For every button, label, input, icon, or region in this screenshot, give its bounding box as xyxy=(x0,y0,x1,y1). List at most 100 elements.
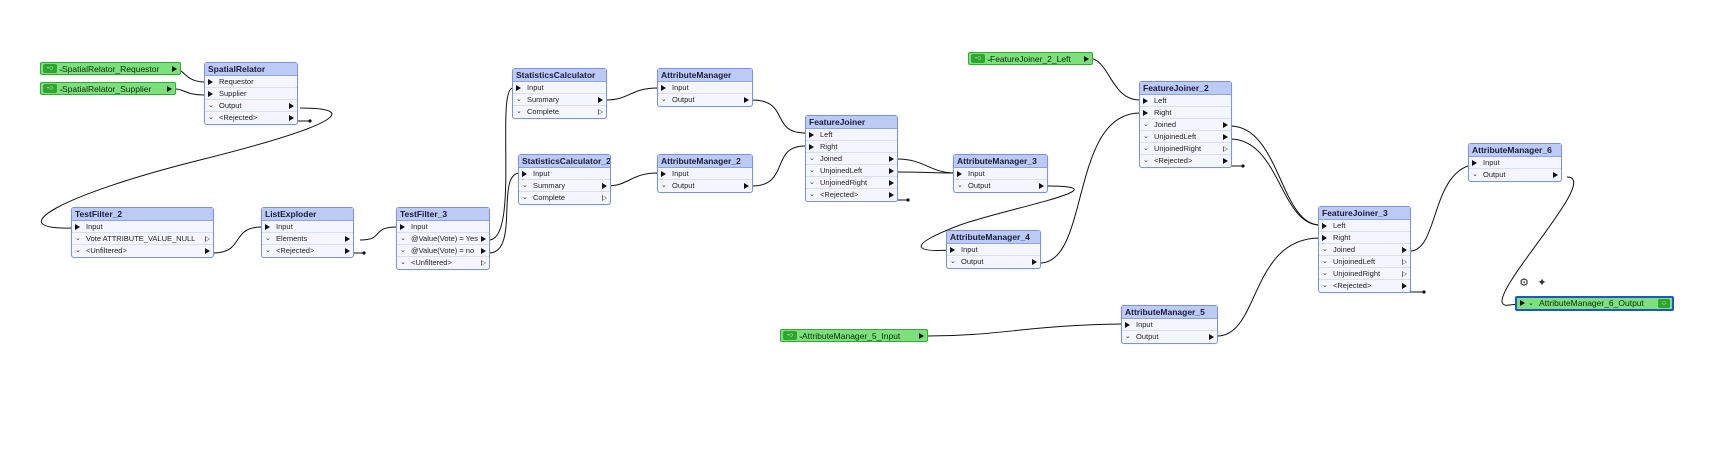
chevron-down-icon[interactable]: ⌄ xyxy=(1125,333,1131,340)
chevron-down-icon[interactable]: ⌄ xyxy=(522,182,528,189)
chevron-down-icon[interactable]: ⌄ xyxy=(809,155,815,162)
chevron-down-icon[interactable]: ⌄ xyxy=(1322,246,1328,253)
output-port-icon[interactable] xyxy=(1032,259,1037,265)
chevron-down-icon[interactable]: ⌄ xyxy=(1143,121,1149,128)
input-port[interactable]: Input xyxy=(658,168,752,180)
input-port[interactable]: Supplier xyxy=(205,88,297,100)
output-port-icon[interactable] xyxy=(172,66,177,72)
connector-featurejoiner2-left[interactable]: -○ ⌄ FeatureJoiner_2_Left xyxy=(968,52,1093,65)
node-featurejoiner-3[interactable]: FeatureJoiner_3 Left Right ⌄Joined ⌄Unjo… xyxy=(1318,206,1411,293)
input-port-icon[interactable] xyxy=(661,171,666,177)
chevron-down-icon[interactable]: ⌄ xyxy=(75,247,81,254)
chevron-down-icon[interactable]: ⌄ xyxy=(58,66,64,73)
input-port[interactable]: Input xyxy=(954,168,1047,180)
input-port[interactable]: Left xyxy=(806,129,897,141)
output-port-icon[interactable] xyxy=(1402,271,1407,277)
connector-attributemanager5-input[interactable]: -○ ⌄ AttributeManager_5_Input xyxy=(780,329,928,342)
input-port[interactable]: Input xyxy=(262,221,353,233)
output-port-icon[interactable] xyxy=(1223,122,1228,128)
connector-spatialrelator-requestor[interactable]: -○ ⌄ SpatialRelator_Requestor xyxy=(40,62,181,75)
chevron-down-icon[interactable]: ⌄ xyxy=(809,191,815,198)
output-port-icon[interactable] xyxy=(481,248,486,254)
node-statisticscalculator[interactable]: StatisticsCalculator Input ⌄Summary ⌄Com… xyxy=(512,68,607,119)
input-port[interactable]: Input xyxy=(72,221,213,233)
output-port[interactable]: ⌄UnjoinedLeft xyxy=(1140,131,1231,143)
chevron-down-icon[interactable]: ⌄ xyxy=(208,102,214,109)
output-port[interactable]: ⌄Output xyxy=(947,256,1040,268)
output-port[interactable]: ⌄Output xyxy=(954,180,1047,192)
output-port-icon[interactable] xyxy=(919,333,924,339)
input-port-icon[interactable] xyxy=(1472,160,1477,166)
output-port-icon[interactable] xyxy=(1402,259,1407,265)
output-port[interactable]: ⌄@Value(Vote) = Yes xyxy=(397,233,489,245)
output-port[interactable]: ⌄Summary xyxy=(519,180,610,192)
output-port[interactable]: ⌄UnjoinedLeft xyxy=(806,165,897,177)
chevron-down-icon[interactable]: ⌄ xyxy=(1528,300,1534,307)
input-port-icon[interactable] xyxy=(75,224,80,230)
output-port-icon[interactable] xyxy=(167,86,172,92)
output-port[interactable]: ⌄Joined xyxy=(806,153,897,165)
node-testfilter-2[interactable]: TestFilter_2 Input ⌄Vote ATTRIBUTE_VALUE… xyxy=(71,207,214,258)
chevron-down-icon[interactable]: ⌄ xyxy=(1143,133,1149,140)
chevron-down-icon[interactable]: ⌄ xyxy=(516,108,522,115)
chevron-down-icon[interactable]: ⌄ xyxy=(1322,258,1328,265)
output-port[interactable]: ⌄<Rejected> xyxy=(262,245,353,257)
chevron-down-icon[interactable]: ⌄ xyxy=(400,247,406,254)
input-port[interactable]: Left xyxy=(1319,220,1410,232)
output-port[interactable]: ⌄Complete xyxy=(519,192,610,204)
output-port[interactable]: ⌄Output xyxy=(658,94,752,106)
output-port-icon[interactable] xyxy=(205,236,210,242)
chevron-down-icon[interactable]: ⌄ xyxy=(75,235,81,242)
output-port[interactable]: ⌄UnjoinedLeft xyxy=(1319,256,1410,268)
input-port-icon[interactable] xyxy=(950,247,955,253)
chevron-down-icon[interactable]: ⌄ xyxy=(400,235,406,242)
node-spatialrelator[interactable]: SpatialRelator Requestor Supplier ⌄Outpu… xyxy=(204,62,298,125)
chevron-down-icon[interactable]: ⌄ xyxy=(950,258,956,265)
output-port[interactable]: ⌄UnjoinedRight xyxy=(1140,143,1231,155)
output-port[interactable]: ⌄UnjoinedRight xyxy=(1319,268,1410,280)
input-port-icon[interactable] xyxy=(809,144,814,150)
output-port[interactable]: ⌄Vote ATTRIBUTE_VALUE_NULL xyxy=(72,233,213,245)
chevron-down-icon[interactable]: ⌄ xyxy=(208,114,214,121)
output-port-icon[interactable] xyxy=(889,180,894,186)
output-port-icon[interactable] xyxy=(1402,283,1407,289)
output-port[interactable]: ⌄<Unfiltered> xyxy=(72,245,213,257)
output-port[interactable]: ⌄<Rejected> xyxy=(1140,155,1231,167)
input-port[interactable]: Input xyxy=(397,221,489,233)
output-port[interactable]: ⌄@Value(Vote) = no xyxy=(397,245,489,257)
output-port-icon[interactable] xyxy=(602,195,607,201)
node-featurejoiner-2[interactable]: FeatureJoiner_2 Left Right ⌄Joined ⌄Unjo… xyxy=(1139,81,1232,168)
input-port[interactable]: Input xyxy=(947,244,1040,256)
chevron-down-icon[interactable]: ⌄ xyxy=(1472,171,1478,178)
input-port-icon[interactable] xyxy=(1322,223,1327,229)
chevron-down-icon[interactable]: ⌄ xyxy=(661,182,667,189)
chevron-down-icon[interactable]: ⌄ xyxy=(809,179,815,186)
output-port[interactable]: ⌄<Rejected> xyxy=(205,112,297,124)
output-port-icon[interactable] xyxy=(1402,247,1407,253)
chevron-down-icon[interactable]: ⌄ xyxy=(516,96,522,103)
output-port[interactable]: ⌄Joined xyxy=(1319,244,1410,256)
input-port-icon[interactable] xyxy=(1125,322,1130,328)
output-port-icon[interactable] xyxy=(1209,334,1214,340)
chevron-down-icon[interactable]: ⌄ xyxy=(809,167,815,174)
input-port[interactable]: Input xyxy=(1122,319,1217,331)
output-port[interactable]: ⌄Output xyxy=(1122,331,1217,343)
input-port-icon[interactable] xyxy=(1322,235,1327,241)
node-attributemanager[interactable]: AttributeManager Input ⌄Output xyxy=(657,68,753,107)
output-port-icon[interactable] xyxy=(205,248,210,254)
output-port-icon[interactable] xyxy=(481,260,486,266)
input-port[interactable]: Left xyxy=(1140,95,1231,107)
input-port-icon[interactable] xyxy=(208,91,213,97)
chevron-down-icon[interactable]: ⌄ xyxy=(265,247,271,254)
input-port[interactable]: Input xyxy=(513,82,606,94)
output-port[interactable]: ⌄<Rejected> xyxy=(806,189,897,201)
output-port[interactable]: ⌄<Unfiltered> xyxy=(397,257,489,269)
input-port-icon[interactable] xyxy=(1143,98,1148,104)
node-featurejoiner[interactable]: FeatureJoiner Left Right ⌄Joined ⌄Unjoin… xyxy=(805,115,898,202)
output-port-icon[interactable] xyxy=(1223,146,1228,152)
chevron-down-icon[interactable]: ⌄ xyxy=(522,194,528,201)
output-port-icon[interactable] xyxy=(481,236,486,242)
output-port-icon[interactable] xyxy=(1039,183,1044,189)
input-port-icon[interactable] xyxy=(208,79,213,85)
input-port[interactable]: Right xyxy=(1140,107,1231,119)
